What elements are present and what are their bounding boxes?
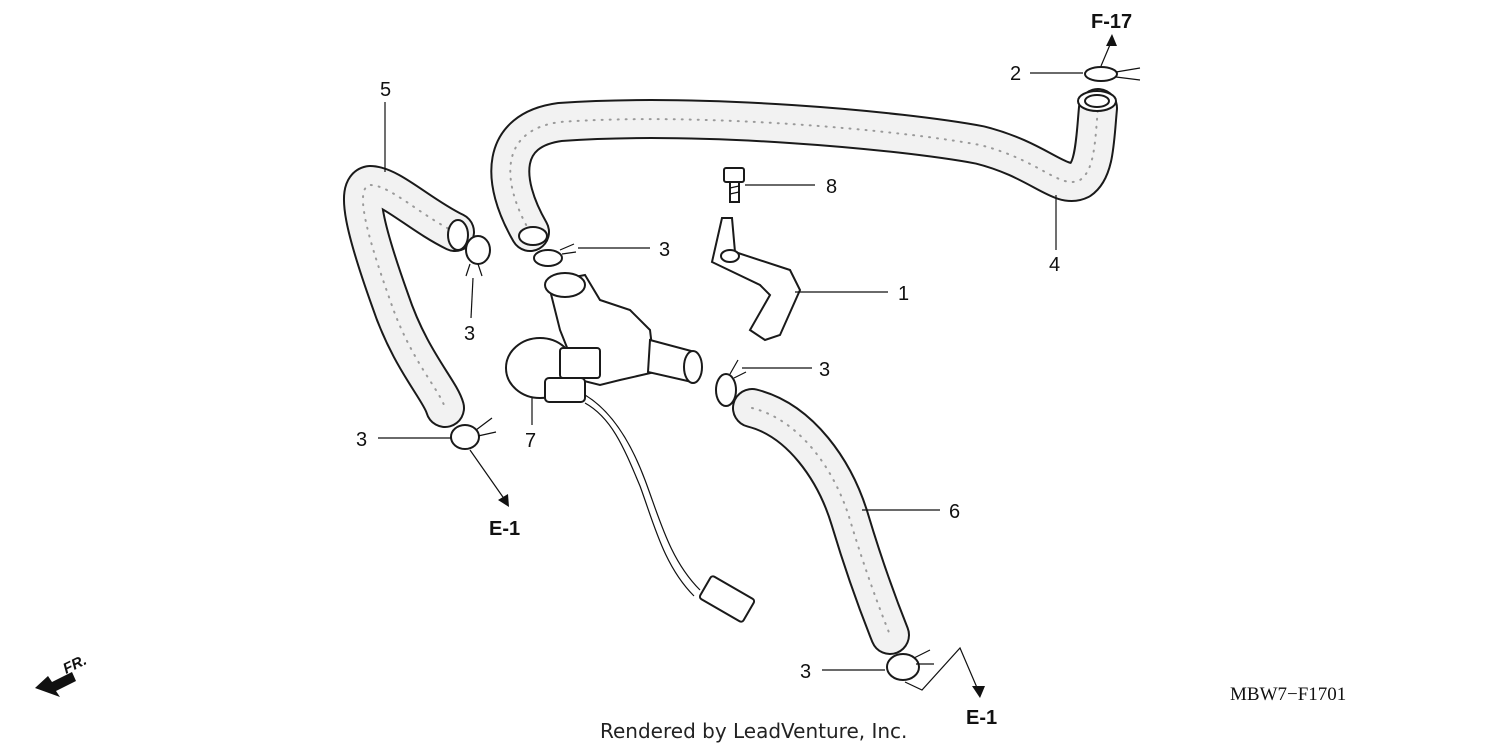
front-direction-indicator: FR. xyxy=(35,652,89,697)
front-label: FR. xyxy=(60,652,89,678)
front-arrow-icon xyxy=(35,672,76,697)
hose-5[interactable] xyxy=(342,165,475,428)
clamp-3-bottom[interactable] xyxy=(886,649,934,681)
arrow-to-e1-left xyxy=(469,449,509,507)
clamp-3-lower-left[interactable] xyxy=(450,417,497,450)
callout-4: 4 xyxy=(1049,254,1060,276)
callout-3-mid: 3 xyxy=(819,359,830,381)
callout-5: 5 xyxy=(380,79,391,101)
clamp-3-top[interactable] xyxy=(533,243,577,267)
diagram-code: MBW7−F1701 xyxy=(1230,684,1346,705)
callout-3-left: 3 xyxy=(464,323,475,345)
bracket-1[interactable] xyxy=(710,217,802,342)
arrow-to-e1-bottom xyxy=(904,646,985,698)
callout-8: 8 xyxy=(826,176,837,198)
clamp-2[interactable] xyxy=(1084,66,1141,82)
arrow-to-f17 xyxy=(1100,34,1117,67)
callout-2: 2 xyxy=(1010,63,1021,85)
clamp-3-mid[interactable] xyxy=(715,359,747,407)
callout-6: 6 xyxy=(949,501,960,523)
callout-3-bottom: 3 xyxy=(800,661,811,683)
callout-7: 7 xyxy=(525,430,536,452)
hose-4[interactable] xyxy=(490,88,1118,252)
reference-e1-bottom[interactable]: E-1 xyxy=(966,707,997,729)
callout-3-lower-left: 3 xyxy=(356,429,367,451)
callout-3-top: 3 xyxy=(659,239,670,261)
callout-1: 1 xyxy=(898,283,909,305)
credit-text: Rendered by LeadVenture, Inc. xyxy=(600,719,907,743)
valve-7[interactable] xyxy=(505,272,756,623)
clamp-3-left[interactable] xyxy=(465,235,491,277)
bolt-8[interactable] xyxy=(723,167,745,203)
reference-e1-left[interactable]: E-1 xyxy=(489,518,520,540)
reference-f17[interactable]: F-17 xyxy=(1091,11,1132,33)
hose-6[interactable] xyxy=(732,388,910,655)
